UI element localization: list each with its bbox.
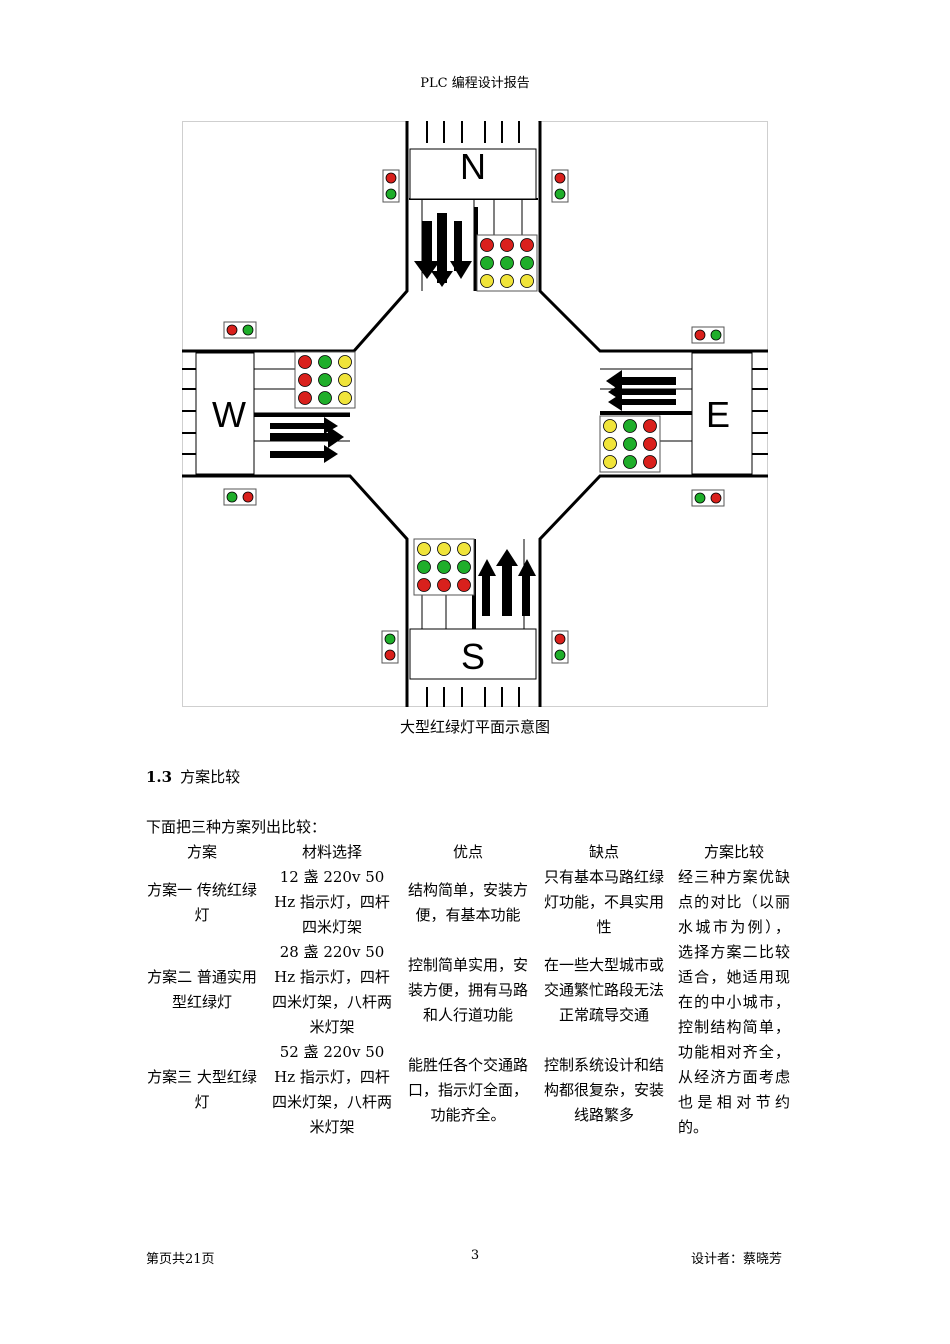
signal-lamp	[500, 274, 514, 288]
signal-lamp	[643, 419, 657, 433]
plan-disadvantage: 在一些大型城市或交通繁忙路段无法正常疏导交通	[543, 955, 664, 1024]
plan-material: 28 盏 220v 50 Hz 指示灯，四杆四米灯架，八杆两米灯架	[271, 943, 392, 1036]
signal-lamp	[623, 437, 637, 451]
plan-material: 52 盏 220v 50 Hz 指示灯，四杆四米灯架，八杆两米灯架	[271, 1043, 392, 1136]
signal-lamp	[457, 560, 471, 574]
signal-lamp	[710, 492, 722, 504]
section-heading: 1.3 方案比较	[146, 766, 240, 787]
signal-lamp	[520, 238, 534, 252]
signal-lamp	[480, 256, 494, 270]
comparison-table: 方案 材料选择 优点 缺点 方案比较 方案一 传统红绿灯 12 盏 220v 5…	[140, 840, 796, 1140]
lane-arrows-south	[478, 549, 536, 616]
signal-lamp	[242, 324, 254, 336]
plan-advantage: 控制简单实用，安装方便，拥有马路和人行道功能	[407, 955, 528, 1024]
plan-name: 方案一 传统红绿灯	[147, 880, 257, 924]
signal-lamp	[520, 274, 534, 288]
signal-lamp	[298, 391, 312, 405]
lane-arrows-north	[414, 213, 472, 287]
signal-lamp	[500, 238, 514, 252]
signal-lamp	[603, 437, 617, 451]
plan-comparison: 经三种方案优缺点的对比（以丽水城市为例），选择方案二比较适合，她适用现在的中小城…	[678, 868, 790, 1136]
plan-name: 方案三 大型红绿灯	[147, 1068, 257, 1111]
signal-lamp	[457, 542, 471, 556]
crosswalk-east	[600, 352, 768, 475]
signal-lamp	[623, 455, 637, 469]
plan-name: 方案二 普通实用型红绿灯	[147, 968, 257, 1011]
intersection-diagram: N S W E	[182, 121, 768, 707]
signal-lamp	[554, 649, 566, 661]
intersection-svg: N S W E	[182, 121, 768, 707]
signal-lamp	[318, 373, 332, 387]
crosswalk-west	[182, 352, 350, 475]
table-header: 方案比较	[703, 843, 764, 861]
table-header-row: 方案 材料选择 优点 缺点 方案比较	[140, 840, 796, 865]
traffic-signals	[223, 169, 725, 664]
signal-lamp	[417, 542, 431, 556]
table-row: 方案一 传统红绿灯 12 盏 220v 50 Hz 指示灯，四杆四米灯架 结构简…	[140, 865, 796, 1136]
signal-lamp	[385, 188, 397, 200]
signal-lamp	[384, 633, 396, 645]
signal-lamp	[318, 355, 332, 369]
signal-lamp	[338, 391, 352, 405]
signal-lamp	[710, 329, 722, 341]
signal-lamp	[603, 419, 617, 433]
footer-page-count: 第页共21页	[146, 1252, 215, 1267]
signal-lamp	[643, 455, 657, 469]
plan-disadvantage: 只有基本马路红绿灯功能，不具实用性	[543, 868, 664, 936]
signal-lamp	[520, 256, 534, 270]
signal-lamp	[603, 455, 617, 469]
signal-lamp	[318, 391, 332, 405]
lane-arrows-east	[606, 370, 676, 411]
signal-lamp	[554, 633, 566, 645]
signal-lamp	[385, 172, 397, 184]
plan-advantage: 能胜任各个交通路口，指示灯全面，功能齐全。	[407, 1055, 528, 1124]
signal-lamp	[623, 419, 637, 433]
section-number: 1.3	[146, 768, 173, 786]
direction-east: E	[706, 394, 730, 435]
signal-lamp	[338, 355, 352, 369]
table-header: 材料选择	[301, 843, 362, 861]
intro-text: 下面把三种方案列出比较：	[146, 818, 327, 836]
signal-lamp	[242, 491, 254, 503]
direction-south: S	[461, 636, 485, 677]
signal-lamp	[417, 560, 431, 574]
signal-lamp	[226, 324, 238, 336]
signal-lamp	[457, 578, 471, 592]
table-header: 优点	[452, 843, 483, 861]
signal-lamp	[694, 329, 706, 341]
signal-lamp	[437, 560, 451, 574]
signal-lamp	[480, 238, 494, 252]
table-header: 方案	[186, 843, 217, 861]
direction-north: N	[460, 146, 486, 187]
signal-lamp	[437, 542, 451, 556]
signal-lamp	[554, 172, 566, 184]
footer-page-number: 3	[470, 1248, 480, 1263]
signal-lamp	[500, 256, 514, 270]
plan-advantage: 结构简单，安装方便，有基本功能	[407, 880, 528, 924]
signal-lamp	[480, 274, 494, 288]
table-row: 方案三 大型红绿灯 52 盏 220v 50 Hz 指示灯，四杆四米灯架，八杆两…	[140, 1040, 796, 1140]
page-header: PLC 编程设计报告	[420, 76, 530, 91]
table-row: 方案二 普通实用型红绿灯 28 盏 220v 50 Hz 指示灯，四杆四米灯架，…	[140, 940, 796, 1040]
signal-lamp	[694, 492, 706, 504]
signal-lamp	[554, 188, 566, 200]
figure-caption: 大型红绿灯平面示意图	[399, 718, 550, 736]
signal-lamp	[417, 578, 431, 592]
signal-lamp	[384, 649, 396, 661]
direction-west: W	[212, 394, 246, 435]
lane-arrows-west	[270, 417, 344, 463]
section-title: 方案比较	[180, 768, 241, 786]
plan-material: 12 盏 220v 50 Hz 指示灯，四杆四米灯架	[274, 868, 390, 936]
table-header: 缺点	[588, 843, 619, 861]
road-outlines	[182, 121, 768, 707]
signal-lamp	[298, 355, 312, 369]
plan-disadvantage: 控制系统设计和结构都很复杂，安装线路繁多	[543, 1055, 664, 1124]
signal-lamp	[226, 491, 238, 503]
signal-lamp	[437, 578, 451, 592]
footer-designer: 设计者：蔡晓芳	[690, 1252, 782, 1267]
signal-lamp	[298, 373, 312, 387]
signal-lamp	[643, 437, 657, 451]
signal-lamp	[338, 373, 352, 387]
